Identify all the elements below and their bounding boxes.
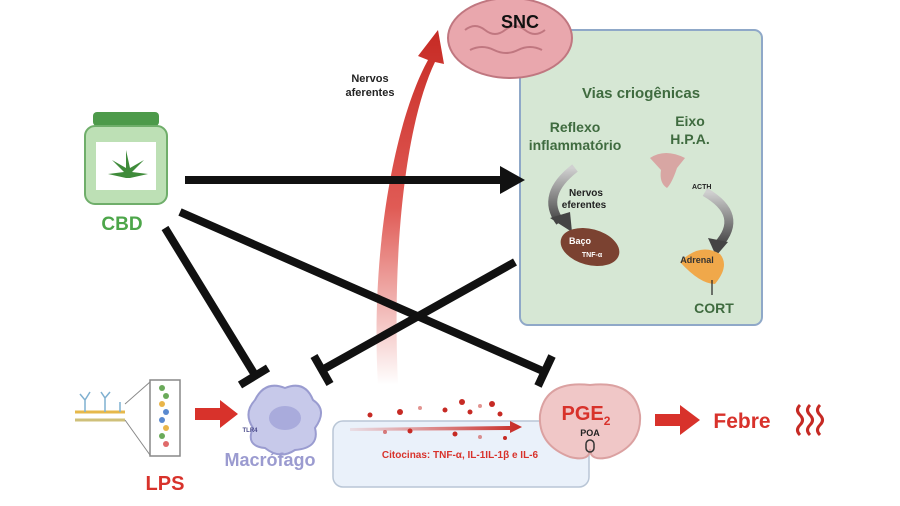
fever-label: Febre	[713, 410, 770, 433]
lps-label: LPS	[146, 473, 185, 495]
cryo-inhibits-macrophage-bar	[310, 354, 334, 386]
hpa-label-2: H.P.A.	[670, 131, 709, 147]
pge2-subscript: 2	[604, 414, 611, 428]
cryogenic-pathways-box	[519, 29, 763, 326]
lps-chain-icon	[159, 385, 169, 447]
spleen-icon	[560, 227, 620, 267]
cytokines-arrow	[350, 421, 522, 433]
poa-label: POA	[580, 428, 600, 438]
snc-label: SNC	[501, 12, 539, 32]
pge2-label: PGE2	[562, 403, 611, 428]
cryo-title: Vias criogênicas	[582, 85, 700, 102]
hpa-arc-arrow	[702, 188, 734, 249]
afferent-nerve-arrow	[376, 30, 444, 385]
adrenal-icon	[680, 249, 724, 284]
lps-to-macrophage-arrow	[195, 400, 238, 428]
cbd-inhibits-macrophage-bar	[237, 364, 271, 389]
brain-section-icon	[538, 383, 642, 460]
tlr4-label: TLR4	[243, 428, 259, 434]
hpa-label-1: Eixo	[675, 113, 705, 129]
brain-folds	[464, 25, 546, 54]
cort-label: CORT	[694, 300, 734, 316]
efferent-arrowhead	[550, 212, 572, 232]
reflex-label-1: Reflexo	[550, 119, 601, 135]
spleen-label: Baço	[569, 236, 592, 246]
cbd-to-cryo-arrowhead	[500, 166, 525, 194]
cytokines-label: Citocinas: TNF-α, IL-1IL-1β e IL-6	[382, 450, 539, 461]
cbd-inhibits-pge2	[178, 208, 547, 376]
macrophage-nucleus	[269, 406, 301, 430]
spleen-tnf: TNF-α	[582, 252, 603, 259]
brain-icon	[447, 0, 573, 79]
pituitary-icon	[650, 153, 685, 188]
acth-label: ACTH	[692, 184, 711, 191]
pge2-main: PGE	[562, 403, 604, 425]
poa-region	[585, 439, 595, 453]
cytokine-particles	[367, 399, 507, 440]
cbd-label: CBD	[101, 214, 142, 235]
cbd-jar-icon	[84, 112, 168, 205]
cryo-inhibits-macrophage	[320, 258, 517, 374]
macrophage-label: Macrófago	[224, 450, 315, 470]
adrenal-label: Adrenal	[680, 255, 714, 265]
afferent-label-1: Nervos	[351, 73, 388, 85]
hpa-arrowhead	[708, 238, 728, 256]
afferent-label-2: aferentes	[346, 87, 395, 99]
efferent-label-2: eferentes	[562, 200, 607, 211]
reflex-label-2: inflammatório	[529, 137, 622, 153]
cbd-inhibits-macrophage	[161, 225, 259, 378]
heat-waves-icon	[796, 403, 824, 437]
efferent-label-1: Nervos	[569, 188, 603, 199]
cbd-inhibits-pge2-bar	[534, 354, 556, 388]
pge2-to-fever-arrow	[655, 405, 700, 435]
